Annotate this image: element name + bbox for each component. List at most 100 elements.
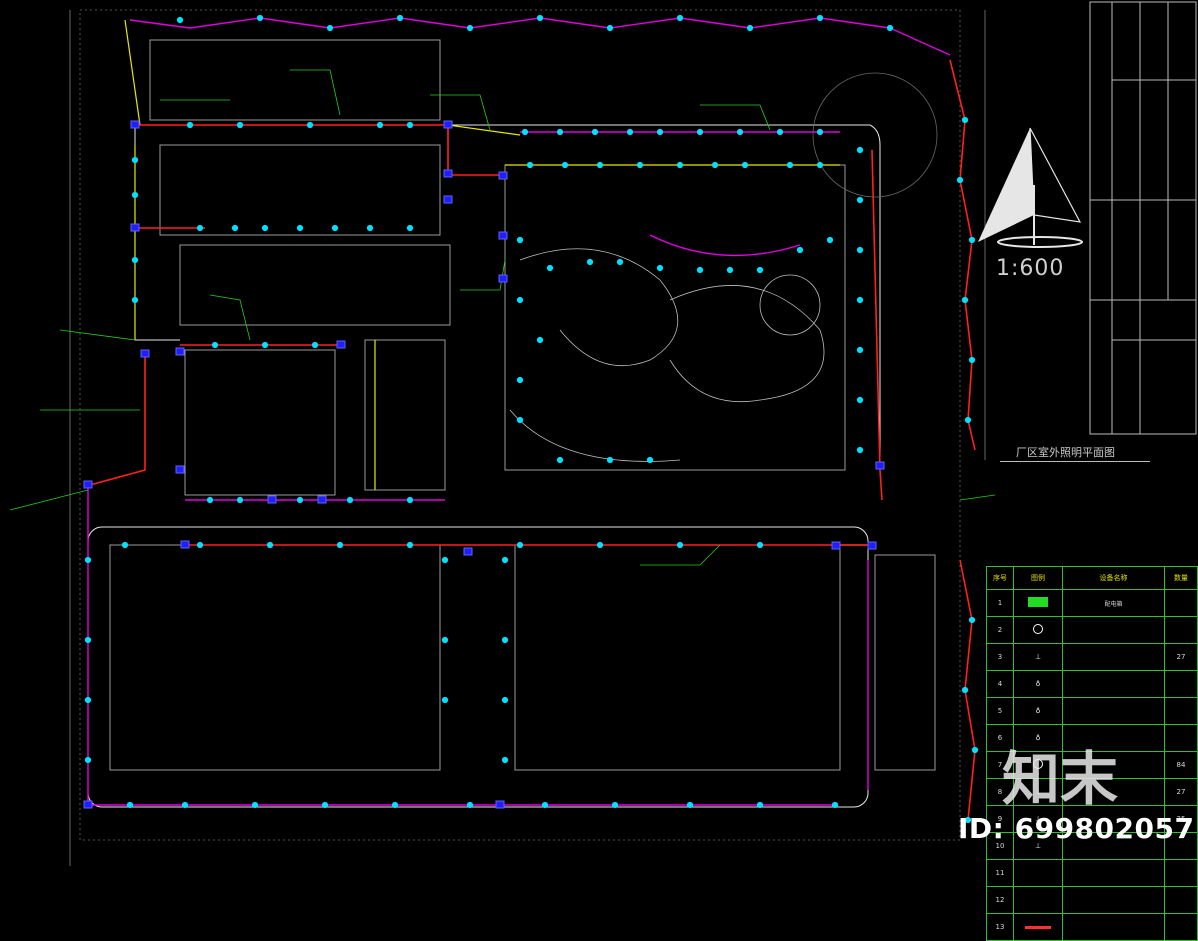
legend-header-symbol: 图例 [1013,566,1063,590]
lamp-marker [656,128,664,136]
building-top-left [149,39,441,121]
legend-no: 5 [986,697,1014,725]
lamp-marker [968,356,976,364]
cable-magenta-curve [649,234,801,257]
legend-header-name: 设备名称 [1062,566,1165,590]
lamp-marker [211,341,219,349]
distribution-boxes [83,120,885,809]
box-20 [875,461,885,470]
box-13 [180,540,190,549]
north-arrow [978,127,1083,248]
legend-symbol [1013,886,1063,914]
lamp-marker [816,14,824,22]
north-arrow-base [997,236,1083,248]
lamp-marker [396,14,404,22]
legend-symbol [1013,589,1063,617]
lamp-marker [391,801,399,809]
lamp-marker [131,256,139,264]
pole-lamp-icon: ⊥ [1034,653,1042,661]
lamp-marker [606,456,614,464]
leader-9 [460,259,506,291]
lamp-marker [121,541,129,549]
leader-8 [209,294,251,341]
legend-qty [1164,616,1198,644]
lamp-marker [756,541,764,549]
lamp-marker [131,296,139,304]
lamp-circle-dot-icon [1033,624,1043,634]
lamp-marker [816,161,824,169]
building-courtyard [504,164,846,471]
leader-10 [640,544,721,566]
lamp-marker [696,128,704,136]
legend-header-no: 序号 [986,566,1014,590]
cable-red-right-zigzag [949,59,976,451]
legend-qty [1164,832,1198,860]
lamp-marker [366,224,374,232]
lamp-marker [816,128,824,136]
lamp-marker [501,696,509,704]
box-7 [498,231,508,240]
building-right [874,554,936,771]
lamp-marker [676,14,684,22]
cable-red-east [871,149,883,501]
legend-name [1062,859,1165,887]
scale-label: 1:600 [996,256,1065,281]
lamp-marker [516,236,524,244]
lamp-marker [516,296,524,304]
lamp-marker [441,696,449,704]
legend-row: 4♁ [986,670,1198,698]
legend-row: 8⊥27 [986,778,1198,806]
box-17 [463,547,473,556]
box-12 [83,480,93,489]
lamp-marker [591,128,599,136]
legend-qty: 27 [1164,778,1198,806]
roundabout-north [812,72,938,198]
legend-name [1062,913,1165,941]
legend-name [1062,670,1165,698]
lamp-marker [186,121,194,129]
building-office [364,339,446,491]
box-22 [495,800,505,809]
cable-red-north [135,124,505,176]
box-5 [443,195,453,204]
lamp-marker [886,24,894,32]
legend-row: 13 [986,913,1198,941]
lamp-marker [964,816,972,824]
lamp-marker [196,224,204,232]
lamp-marker [961,686,969,694]
legend-name [1062,616,1165,644]
lamp-marker [266,541,274,549]
lamp-marker [776,128,784,136]
legend-no: 11 [986,859,1014,887]
lamp-marker [501,636,509,644]
lamp-marker [756,266,764,274]
lamp-marker [831,801,839,809]
lamp-marker [856,196,864,204]
site-lighting-plan-drawing [9,1,1197,866]
lamp-marker [736,128,744,136]
plan-title: 厂区室外照明平面图 [1016,446,1115,459]
legend-symbol: ⊥ [1013,643,1063,671]
title-block [1089,1,1197,435]
plan-title-underline [1000,461,1150,462]
lamp-marker [84,556,92,564]
lamp-marker [856,146,864,154]
lamp-marker [84,696,92,704]
lamp-marker [586,258,594,266]
lamp-marker [521,128,529,136]
lamp-marker [376,121,384,129]
park-path-2 [669,285,825,403]
lamp-marker [84,756,92,764]
pole-lamp-icon: ⊥ [1034,815,1042,823]
lamp-circle-icon [1033,759,1043,769]
lamp-marker [796,246,804,254]
lamp-marker [961,296,969,304]
lamp-marker [501,756,509,764]
legend-name [1062,697,1165,725]
legend-no: 3 [986,643,1014,671]
lamp-marker [606,24,614,32]
lamp-marker [541,801,549,809]
lamp-points [84,14,979,824]
distribution-box-icon [1028,597,1048,607]
lamp-marker [296,224,304,232]
